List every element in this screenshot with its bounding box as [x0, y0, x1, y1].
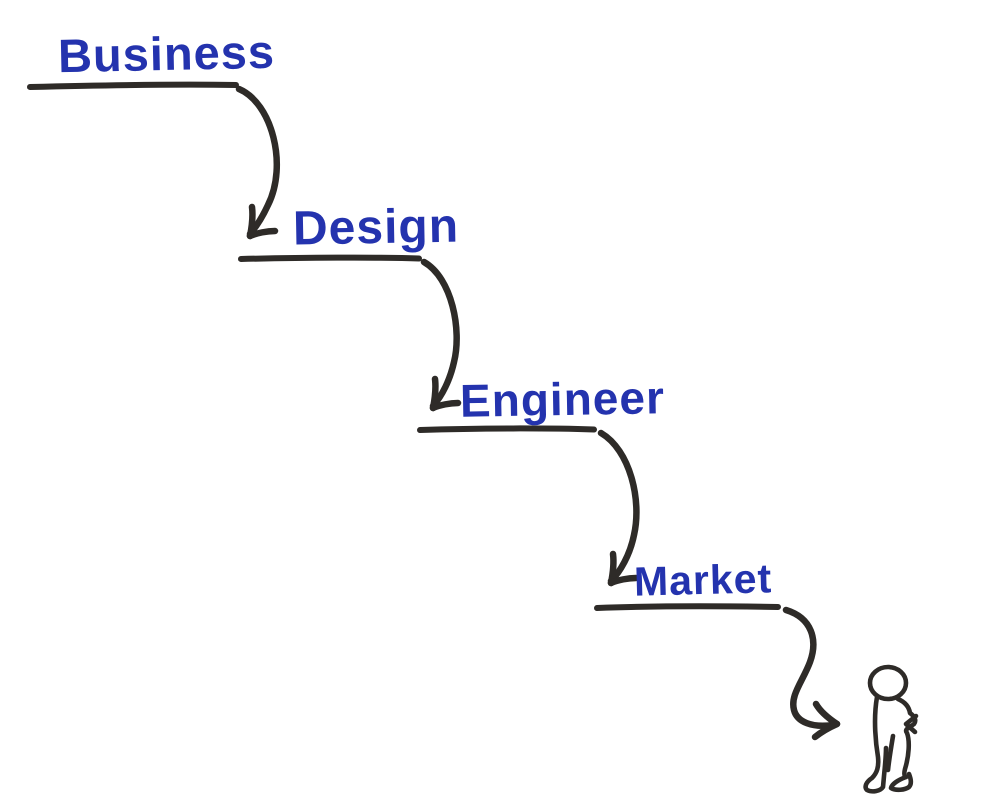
engineer-underline — [417, 425, 597, 433]
arrow-market-to-person — [782, 606, 841, 741]
arrow-engineer-to-market — [597, 429, 640, 587]
step-label-market: Market — [633, 555, 773, 605]
person-icon — [863, 664, 919, 794]
arrow-design-to-engineer — [420, 258, 462, 412]
step-label-design: Design — [292, 199, 460, 256]
arrow-business-to-design — [235, 85, 281, 240]
step-label-engineer: Engineer — [459, 371, 666, 427]
step-label-business: Business — [57, 24, 276, 83]
market-underline — [594, 603, 781, 611]
business-underline — [27, 81, 239, 90]
design-underline — [238, 254, 422, 262]
